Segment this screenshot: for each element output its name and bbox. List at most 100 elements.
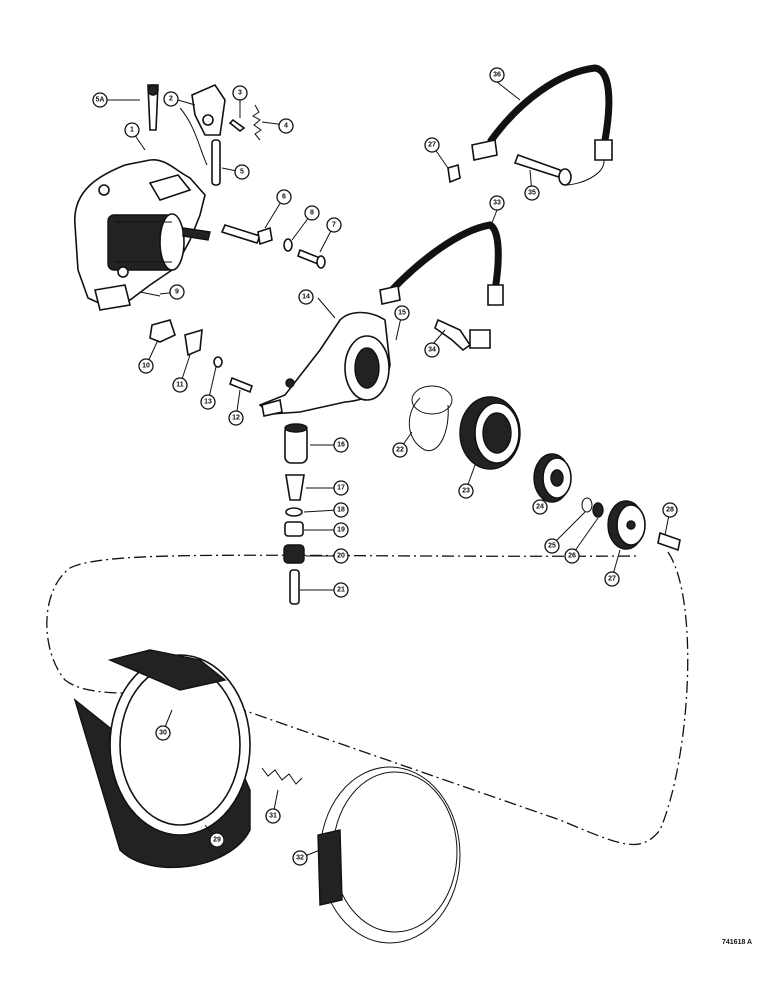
svg-text:35: 35 xyxy=(528,190,536,197)
reference-number: 741618 A xyxy=(722,939,752,946)
svg-text:33: 33 xyxy=(493,200,501,207)
part-fitting-35 xyxy=(513,153,572,186)
part-lever-11 xyxy=(184,328,203,357)
callout-28: 28 xyxy=(662,502,678,518)
callout-35: 35 xyxy=(524,185,540,201)
part-hose-33 xyxy=(379,221,504,306)
callout-37-top: 27 xyxy=(424,137,440,153)
callout-1: 1 xyxy=(124,122,140,138)
svg-text:17: 17 xyxy=(337,485,345,492)
part-ring-19 xyxy=(284,521,304,537)
svg-text:19: 19 xyxy=(337,527,345,534)
svg-text:5: 5 xyxy=(240,169,244,176)
callout-20: 20 xyxy=(333,548,349,564)
svg-text:12: 12 xyxy=(232,415,240,422)
part-bearing-23 xyxy=(459,396,521,470)
svg-text:5A: 5A xyxy=(96,97,105,104)
part-plunger-16 xyxy=(284,423,308,464)
svg-text:28: 28 xyxy=(666,507,674,514)
callout-21: 21 xyxy=(333,582,349,598)
svg-text:10: 10 xyxy=(142,363,150,370)
svg-text:13: 13 xyxy=(204,399,212,406)
part-screw-28 xyxy=(657,531,681,552)
svg-text:22: 22 xyxy=(396,447,404,454)
callout-29: 29 xyxy=(209,832,225,848)
svg-text:3: 3 xyxy=(238,90,242,97)
callout-15: 15 xyxy=(394,305,410,321)
part-hub-24 xyxy=(533,453,572,503)
svg-text:20: 20 xyxy=(337,553,345,560)
callout-25: 25 xyxy=(544,538,560,554)
callout-36: 36 xyxy=(489,67,505,83)
callout-23: 23 xyxy=(458,483,474,499)
part-plate-10 xyxy=(149,319,176,343)
svg-text:6: 6 xyxy=(282,194,286,201)
svg-text:2: 2 xyxy=(169,96,173,103)
callout-12: 12 xyxy=(228,410,244,426)
part-hose-36 xyxy=(471,64,613,186)
svg-text:4: 4 xyxy=(284,123,288,130)
callout-4: 4 xyxy=(278,118,294,134)
callout-2: 2 xyxy=(163,91,179,107)
part-arm-14 xyxy=(258,311,391,417)
callout-17: 17 xyxy=(333,480,349,496)
callout-30: 30 xyxy=(155,725,171,741)
part-ring-18 xyxy=(285,507,303,517)
part-ring-25 xyxy=(581,497,593,513)
part-drum-29 xyxy=(73,649,251,869)
callout-11: 11 xyxy=(172,377,188,393)
callout-5: 5 xyxy=(234,164,250,180)
part-screw-12 xyxy=(229,376,253,394)
callout-19: 19 xyxy=(333,522,349,538)
svg-text:25: 25 xyxy=(548,543,556,550)
part-pin-21 xyxy=(289,569,300,605)
svg-text:11: 11 xyxy=(176,382,184,389)
callout-16: 16 xyxy=(333,437,349,453)
part-lever-2 xyxy=(179,83,226,166)
part-washer-8 xyxy=(283,238,293,252)
part-cap-27 xyxy=(607,500,646,550)
svg-text:24: 24 xyxy=(536,504,544,511)
svg-text:1: 1 xyxy=(130,127,134,134)
svg-text:27: 27 xyxy=(428,142,436,149)
part-spring-4 xyxy=(252,104,262,141)
assembly-dash-line xyxy=(46,551,689,846)
callout-7: 7 xyxy=(326,217,342,233)
svg-text:31: 31 xyxy=(269,813,277,820)
part-snap-ring-22 xyxy=(408,385,453,452)
callout-6: 6 xyxy=(276,189,292,205)
callout-31: 31 xyxy=(265,808,281,824)
callout-9: 9 xyxy=(169,284,185,300)
svg-text:26: 26 xyxy=(568,553,576,560)
callout-10: 10 xyxy=(138,358,154,374)
svg-text:7: 7 xyxy=(332,222,336,229)
callout-5a: 5A xyxy=(92,92,108,108)
svg-text:36: 36 xyxy=(493,72,501,79)
callout-22: 22 xyxy=(392,442,408,458)
part-pin-5 xyxy=(211,139,221,186)
part-fitting-37-top xyxy=(447,163,461,184)
callout-14: 14 xyxy=(298,289,314,305)
callout-3: 3 xyxy=(232,85,248,101)
part-washer-13 xyxy=(213,356,223,368)
callout-34: 34 xyxy=(424,342,440,358)
callout-18: 18 xyxy=(333,502,349,518)
svg-text:15: 15 xyxy=(398,310,406,317)
callout-8: 8 xyxy=(304,205,320,221)
part-seal-20 xyxy=(283,544,305,564)
part-band-32 xyxy=(317,766,461,944)
svg-text:23: 23 xyxy=(462,488,470,495)
part-pin-9 xyxy=(139,291,161,297)
svg-text:18: 18 xyxy=(337,507,345,514)
svg-text:21: 21 xyxy=(337,587,345,594)
callout-13: 13 xyxy=(200,394,216,410)
part-ring-26 xyxy=(592,502,604,518)
part-bolt-7 xyxy=(297,248,326,269)
callout-32: 32 xyxy=(292,850,308,866)
part-shaft-6 xyxy=(220,224,273,246)
svg-text:8: 8 xyxy=(310,210,314,217)
svg-text:30: 30 xyxy=(159,730,167,737)
svg-text:14: 14 xyxy=(302,294,310,301)
svg-text:27: 27 xyxy=(608,576,616,583)
callout-33: 33 xyxy=(489,195,505,211)
